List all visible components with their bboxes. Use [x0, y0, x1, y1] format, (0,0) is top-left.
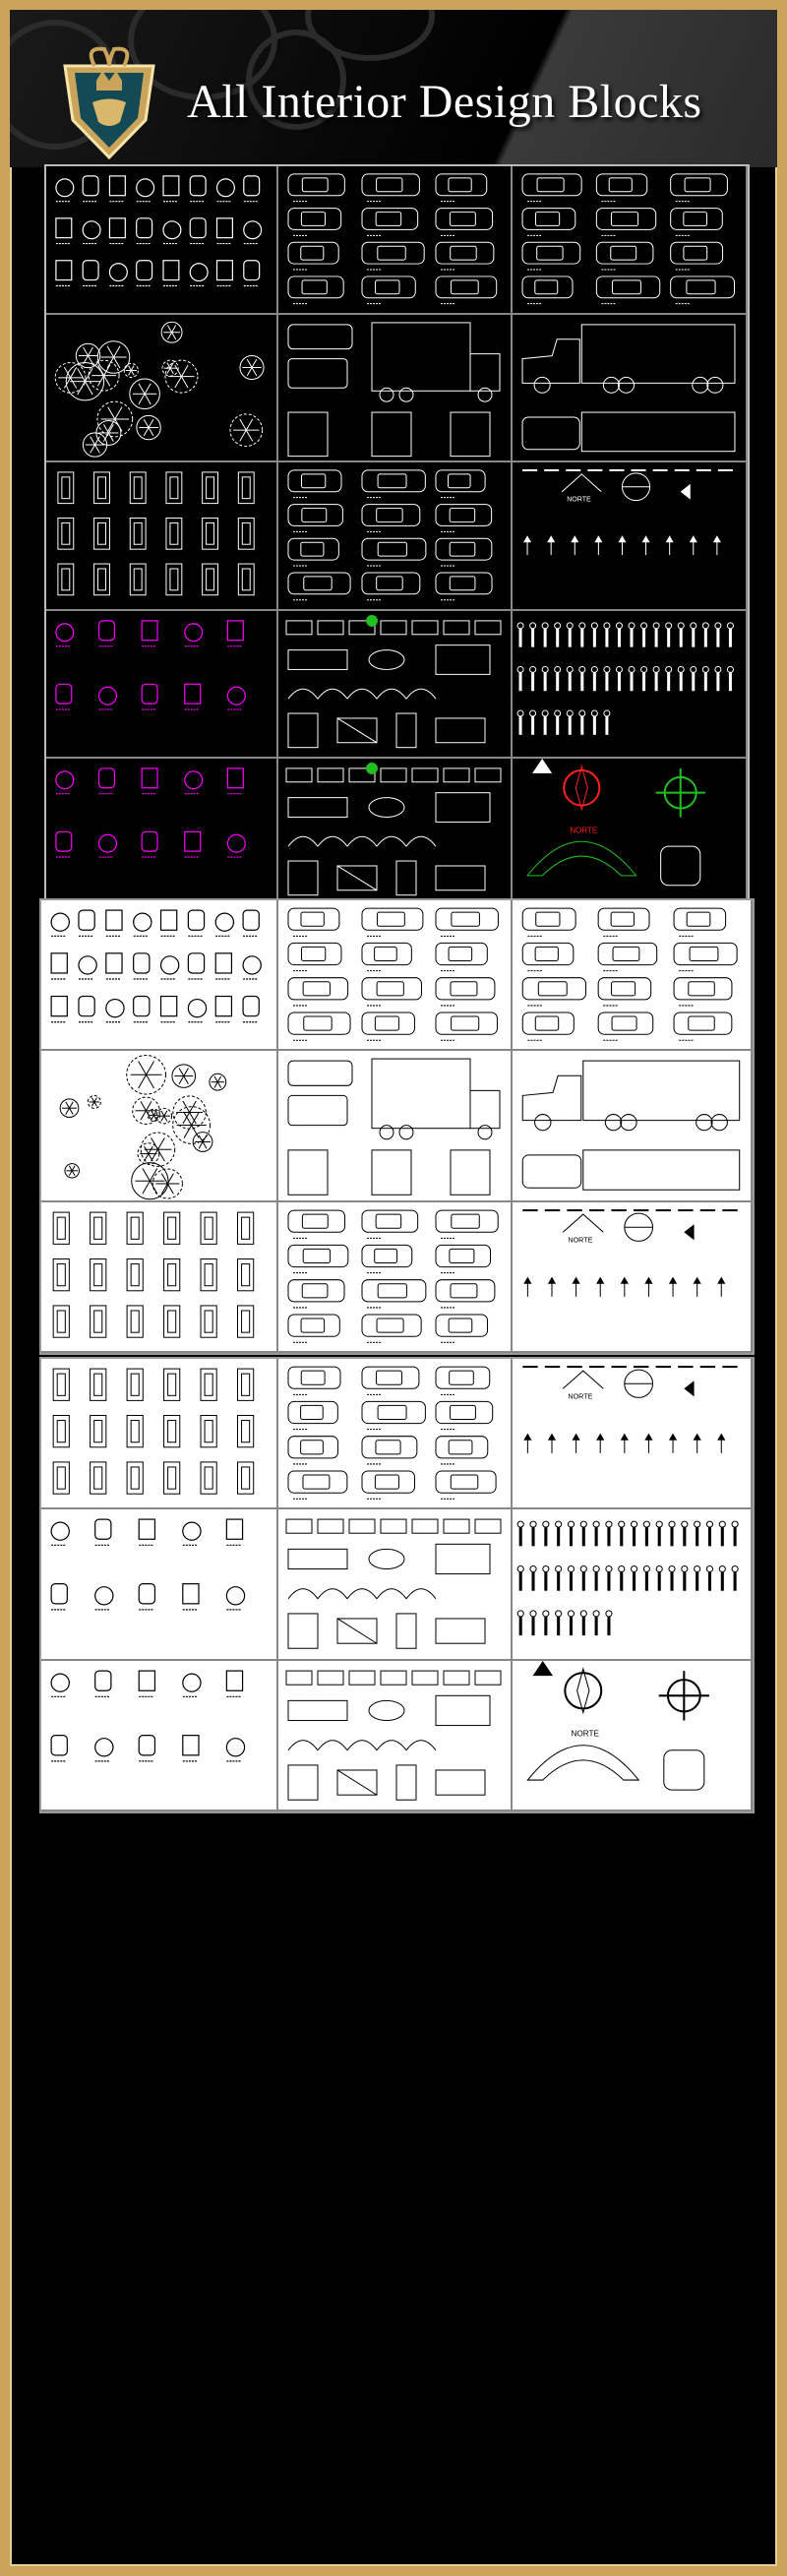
- cad-sheet-white: NORTE NORTE: [39, 1357, 755, 1813]
- compass-north-label: NORTE: [568, 1392, 592, 1400]
- cad-block-cell: [278, 1660, 513, 1811]
- cars-icon: [287, 469, 493, 601]
- cars-icon: [287, 1366, 497, 1500]
- symbols-icon: NORTE: [522, 1366, 738, 1453]
- compass-color-icon: NORTE: [526, 759, 705, 887]
- trees-icon: [54, 321, 265, 458]
- cad-block-cell: [278, 1509, 513, 1661]
- cad-block-cell: NORTE: [513, 462, 748, 611]
- cad-block-cell: NORTE: [513, 1359, 753, 1510]
- damask-ornament: [246, 30, 346, 130]
- cad-block-cell: [278, 900, 513, 1052]
- cad-block-cell: [278, 462, 513, 611]
- furniture-plan-icon: [285, 1518, 502, 1650]
- doors-icon: [52, 1368, 255, 1495]
- cars-top-icon: [521, 173, 736, 305]
- cad-block-cell: [278, 759, 513, 907]
- compass-north-label: NORTE: [568, 1236, 592, 1244]
- cad-block-cell: [278, 314, 513, 463]
- cad-block-cell: [41, 1201, 278, 1353]
- cad-block-cell: [513, 900, 753, 1052]
- sanitary-furniture-icon: [55, 175, 263, 287]
- cars-top-icon: [521, 907, 738, 1041]
- compass-icon: NORTE: [526, 1660, 709, 1791]
- people-icon: [516, 1520, 739, 1636]
- cad-block-cell: [513, 1509, 753, 1661]
- cad-block-cell: [41, 1660, 278, 1811]
- people-icon: [516, 622, 734, 735]
- cad-block-cell: [46, 759, 278, 907]
- cad-sheet-black: NORTE NORTE: [44, 164, 750, 909]
- cad-block-cell: [513, 610, 748, 760]
- cad-block-cell: [278, 1359, 513, 1510]
- cars-icon: [287, 173, 498, 305]
- trucks-icon: [287, 322, 501, 457]
- furniture-plan-icon: [285, 1670, 502, 1801]
- trees-icon: [59, 1055, 227, 1200]
- cad-block-cell: [278, 610, 513, 760]
- cad-block-cell: [41, 1051, 278, 1202]
- compass-north-label: NORTE: [567, 497, 591, 504]
- doors-icon: [52, 1211, 255, 1338]
- cad-block-cell: [46, 610, 278, 760]
- cad-block-cell: [41, 1359, 278, 1510]
- cad-block-cell: [513, 166, 748, 315]
- cad-block-cell: [278, 1051, 513, 1202]
- cad-block-cell: [41, 1509, 278, 1661]
- furniture-magenta-icon: [55, 620, 246, 710]
- cad-block-cell: NORTE: [513, 1660, 753, 1811]
- furniture-icon: [50, 1518, 246, 1611]
- cad-block-cell: [513, 1051, 753, 1202]
- cad-block-cell: [513, 314, 748, 463]
- semi-truck-icon: [521, 1060, 741, 1192]
- cad-block-cell: NORTE: [513, 759, 748, 907]
- cad-sheet-white: NORTE: [39, 898, 755, 1355]
- furniture-plan-icon: [285, 614, 502, 748]
- cad-block-cell: [278, 166, 513, 315]
- symbols-icon: NORTE: [522, 1208, 738, 1297]
- header-banner: All Interior Design Blocks: [10, 10, 777, 167]
- cars-icon: [287, 907, 499, 1041]
- sanitary-furniture-icon: [50, 909, 262, 1023]
- cad-block-cell: NORTE: [513, 1201, 753, 1353]
- appliances-magenta-icon: [55, 767, 246, 859]
- page-title: All Interior Design Blocks: [187, 76, 702, 128]
- cad-block-cell: [278, 1201, 513, 1353]
- cad-block-cell: [41, 900, 278, 1052]
- symbols-icon: NORTE: [522, 469, 733, 556]
- cars-icon: [287, 1209, 499, 1343]
- trucks-icon: [287, 1058, 501, 1196]
- compass-north-label: NORTE: [571, 1729, 599, 1738]
- semi-truck-icon: [521, 324, 736, 452]
- furniture-plan-icon: [285, 763, 502, 896]
- cad-block-cell: [46, 314, 278, 463]
- royal-crest-logo: [63, 46, 155, 159]
- cad-block-cell: [46, 166, 278, 315]
- appliances-icon: [50, 1670, 246, 1762]
- doors-icon: [57, 471, 255, 596]
- cad-block-cell: [46, 462, 278, 611]
- compass-north-label: NORTE: [570, 827, 597, 835]
